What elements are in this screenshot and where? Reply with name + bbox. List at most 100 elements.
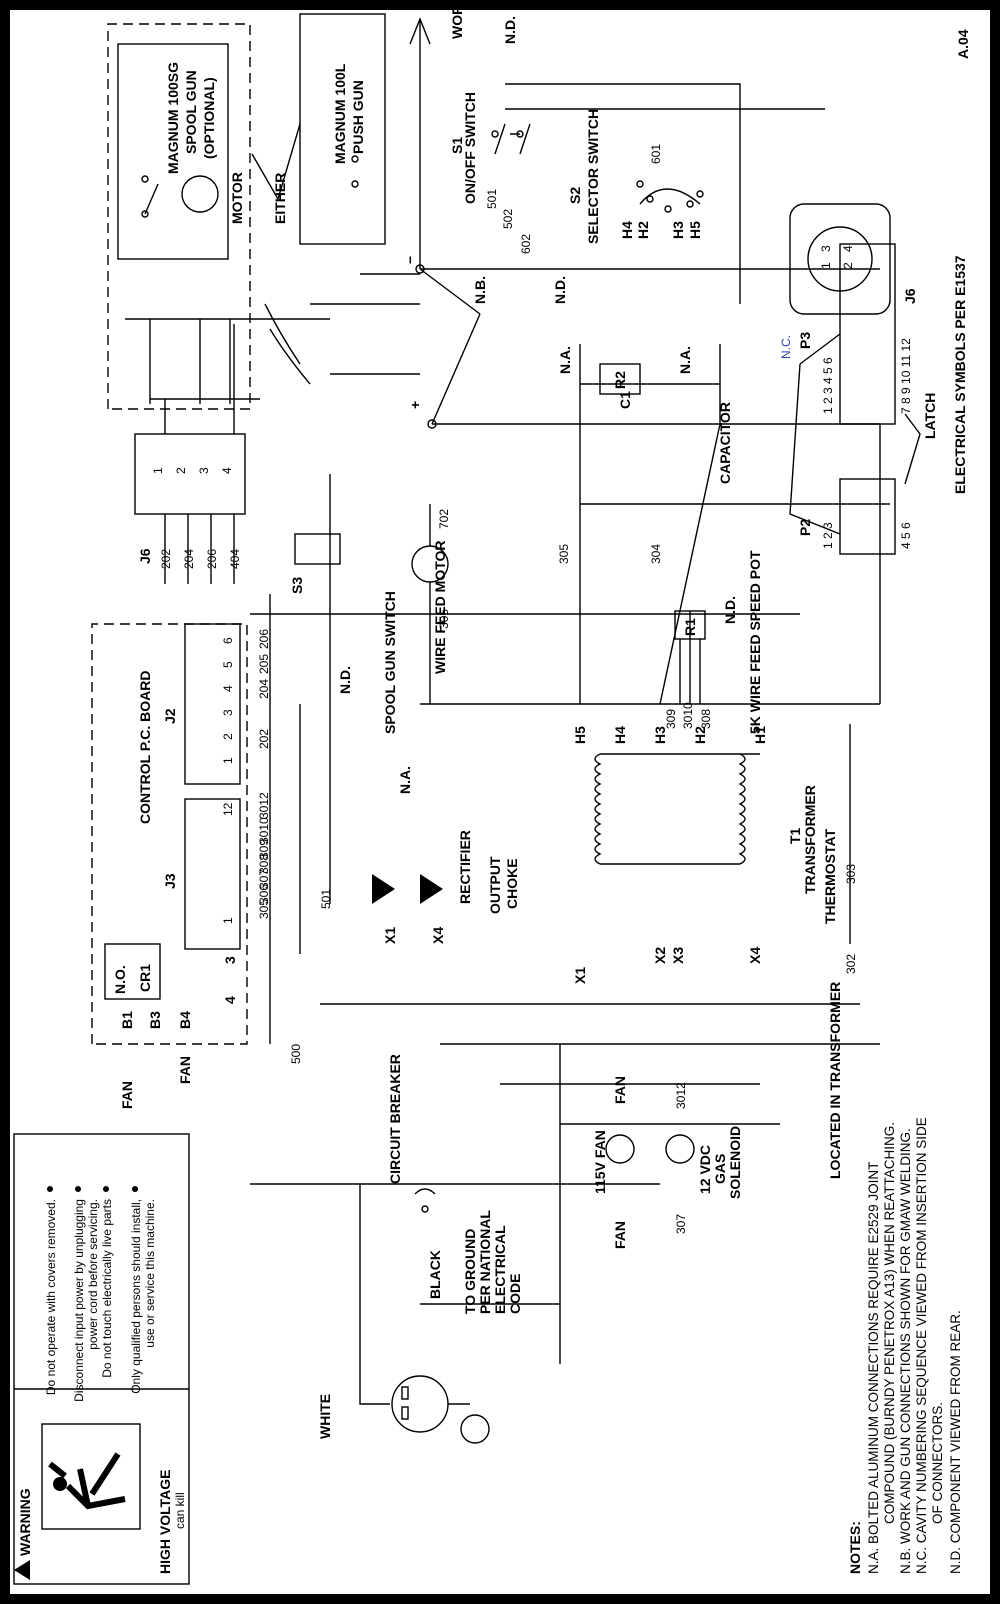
pot-label: 5K WIRE FEED SPEED POT [747,550,763,734]
ground-label: TO GROUND [462,1229,478,1314]
h5-t1: H5 [572,726,588,744]
wire-feed-pot: R1 5K WIRE FEED SPEED POT N.D. 309 3010 … [664,550,763,734]
wire-308: 308 [257,854,271,874]
h2-t1: H2 [692,726,708,744]
nd-label: N.D. [502,16,518,44]
solenoid-label: SOLENOID [727,1126,743,1199]
r2-label: R2 [612,371,628,389]
j6-pin: 1 [151,467,165,474]
x1-rect: X1 [382,927,398,944]
x3-t1: X3 [670,947,686,964]
wire-502: 502 [501,209,515,229]
gas-solenoid: 12 VDC GAS SOLENOID 307 3012 [665,1082,743,1234]
j6-pin: 2 [174,467,188,474]
work-terminal: WORK − + N.B. [402,0,488,429]
wire-206: 206 [205,549,219,569]
j2-pin: 1 [221,757,235,764]
na-label: N.A. [557,346,573,374]
wire-702: 702 [437,509,451,529]
wire-3010: 3010 [257,817,271,844]
located-label: LOCATED IN TRANSFORMER [827,982,843,1179]
note-line: N.C. CAVITY NUMBERING SEQUENCE VIEWED FR… [914,1117,929,1574]
ground-icon [460,1414,490,1444]
wire-202: 202 [257,729,271,749]
negative-terminal: − [402,256,418,264]
shock-person-icon [48,1452,126,1510]
s3-label: S3 [289,577,305,594]
wire-500: 500 [289,1044,303,1064]
j2-pin: 3 [221,709,235,716]
push-gun-type: PUSH GUN [350,80,366,154]
ground-label: CODE [507,1274,523,1314]
wire-404: 404 [228,549,242,569]
no-label: N.O. [112,965,128,994]
j3-pin: 12 [221,802,235,816]
cr1-label: CR1 [137,964,153,992]
j3-pin: 1 [221,917,235,924]
wire-307: 307 [257,869,271,889]
wire-305: 305 [557,544,571,564]
j6-receptacle-label: J6 [902,288,918,304]
ground-label: ELECTRICAL [492,1225,508,1314]
either-label: EITHER [272,173,288,224]
white-label: WHITE [317,1394,333,1439]
wire-304: 304 [649,544,663,564]
fan-lead-label: FAN [177,1056,193,1084]
p3-label: P3 [797,332,813,349]
s1-name: ON/OFF SWITCH [462,92,478,204]
j6-receptacle: 1 3 2 4 J6 [789,203,918,315]
j2-pin: 6 [221,637,235,644]
solenoid-label: GAS [712,1154,728,1184]
note-line: N.D. COMPONENT VIEWED FROM REAR. [948,1310,963,1574]
note-line: OF CONNECTORS. [930,1402,945,1524]
symbols-reference: ELECTRICAL SYMBOLS PER E1537 [952,255,968,494]
transformer-label: TRANSFORMER [802,785,818,894]
push-gun-name: MAGNUM 100L [332,63,348,164]
positive-terminal: + [407,401,423,409]
j6-face-pin: 2 [841,262,855,269]
choke-label: OUTPUT [487,856,503,914]
wire-305: 305 [257,899,271,919]
wire-602: 602 [519,234,533,254]
fan-115v: 115V FAN FAN FAN [592,1076,635,1249]
p2-row: 1 2 3 [821,522,835,549]
notes-head: NOTES: [847,1521,863,1574]
x4-t1: X4 [747,947,763,964]
wire-3010: 3010 [681,702,695,729]
wire-3012: 3012 [257,792,271,819]
j6-label: J6 [137,548,153,564]
wire-202: 202 [159,549,173,569]
fan-lead-label: FAN [119,1081,135,1109]
s2-label: S2 [567,187,583,204]
j6-plug: J6 1 2 3 4 202 204 206 404 [134,324,246,584]
nd-label: N.D. [552,276,568,304]
wire-feed-motor: WIRE FEED MOTOR 702 306 [411,504,451,704]
na-label: N.A. [677,346,693,374]
b3-label: B3 [147,1011,163,1029]
wfm-label: WIRE FEED MOTOR [432,540,448,674]
nc-label: N.C. [779,335,793,359]
notes: NOTES: N.A. BOLTED ALUMINUM CONNECTIONS … [847,1117,963,1574]
wire-309: 309 [257,839,271,859]
p3-row: 7 8 9 10 11 12 [899,338,913,414]
wire-3012: 3012 [674,1082,688,1109]
j3-label: J3 [162,873,178,889]
thermostat-label: THERMOSTAT [822,828,838,924]
fan-icon [605,1134,635,1164]
fan-lead-label: FAN [612,1221,628,1249]
transformer-t1: X1 X2 X3 X4 H5 H4 H3 H2 H1 T1 TRANSFORME… [572,726,858,1179]
h1-t1: H1 [752,726,768,744]
s2-name: SELECTOR SWITCH [585,109,601,244]
p3-connector: P3 1 2 3 4 5 6 7 8 9 10 11 12 LATCH [797,243,938,485]
board-title: CONTROL P.C. BOARD [137,671,153,825]
nd-label: N.D. [337,666,353,694]
na-label: N.A. [397,766,413,794]
h4-t1: H4 [612,726,628,744]
wire-302: 302 [844,954,858,974]
j6-pin: 4 [220,467,234,474]
capacitor-c1: R2 C1 CAPACITOR N.A. N.A. 305 304 [557,344,733,705]
j6-face-pin: 4 [841,245,855,252]
spool-gun-type: SPOOL GUN [183,70,199,154]
